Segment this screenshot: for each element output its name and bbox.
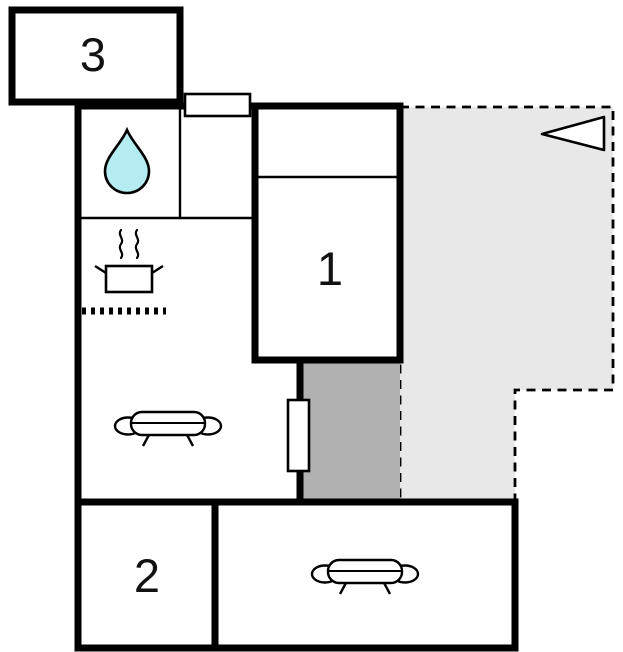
pot-handle xyxy=(94,264,107,275)
steam-line xyxy=(134,228,140,260)
stove-pot-icon xyxy=(82,228,166,315)
door-icon xyxy=(286,398,311,473)
pot-handle xyxy=(151,264,164,275)
room-1-label: 1 xyxy=(317,242,343,295)
room-3-walls xyxy=(8,6,184,106)
pot-body xyxy=(104,264,154,294)
steam-line xyxy=(118,228,124,260)
direction-arrow-icon xyxy=(540,115,606,152)
window-icon xyxy=(183,92,252,118)
sofa-icon xyxy=(310,558,420,596)
interior-walls xyxy=(78,106,255,220)
water-drop-icon xyxy=(103,126,151,195)
exterior-walls xyxy=(8,6,519,652)
room-3-label: 3 xyxy=(80,28,106,81)
terrace-area xyxy=(398,105,615,502)
sofa-icon xyxy=(113,410,223,448)
room-2-label: 2 xyxy=(134,549,160,602)
covered-area xyxy=(300,360,400,502)
